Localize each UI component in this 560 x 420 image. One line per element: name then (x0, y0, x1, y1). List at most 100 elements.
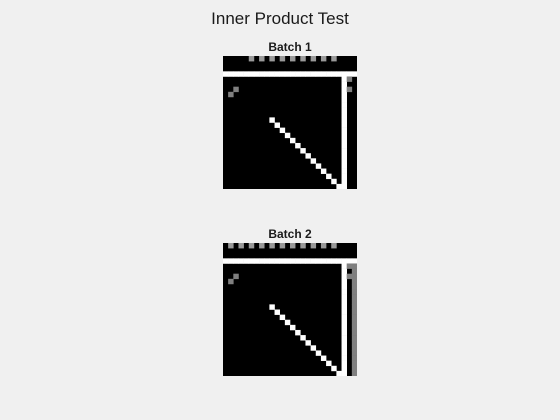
batch-2-cell-r0-c1 (228, 243, 234, 249)
batch-2-cell-r3-c4 (243, 258, 250, 264)
batch-1-cell-r14-c23 (341, 127, 347, 134)
batch-1-cell-r20-c17 (310, 158, 317, 164)
batch-2-cell-r10-c25 (351, 294, 357, 300)
batch-2-cell-r0-c3 (238, 243, 244, 249)
batch-1-cell-r3-c6 (253, 71, 260, 77)
batch-1-cell-r0-c17 (310, 56, 317, 62)
batch-2-cell-r0-c11 (279, 243, 286, 249)
batch-1-cell-r13-c10 (274, 122, 280, 128)
batch-1-cell-r20-c23 (341, 158, 347, 164)
batch-2-cell-r0-c5 (248, 243, 255, 249)
batch-2-cell-r17-c14 (295, 329, 301, 336)
batch-2-cell-r0-c15 (300, 243, 306, 249)
batch-1-cell-r3-c17 (310, 71, 317, 77)
batch-1-cell-r23-c23 (341, 173, 347, 180)
batch-2-cell-r16-c23 (341, 324, 347, 331)
batch-2-cell-r3-c13 (290, 258, 296, 264)
batch-2-cell-r18-c25 (351, 335, 357, 341)
batch-1-cell-r3-c12 (284, 71, 291, 77)
batch-1-cell-r3-c7 (259, 71, 265, 77)
batch-1-cell-r14-c11 (279, 127, 286, 134)
batch-2-cell-r3-c1 (228, 258, 234, 264)
batch-2-cell-r7-c25 (351, 278, 357, 285)
batch-2-cell-r7-c23 (341, 278, 347, 285)
batch-2-cell-r15-c12 (284, 319, 291, 326)
batch-1-cell-r0-c11 (279, 56, 286, 62)
batch-2-cell-r15-c23 (341, 319, 347, 326)
batch-2-cell-r3-c21 (331, 258, 337, 264)
batch-1-cell-r17-c23 (341, 142, 347, 149)
batch-1-cell-r0-c7 (259, 56, 265, 62)
batch-2-cell-r5-c23 (341, 268, 347, 274)
batch-2-cell-r24-c23 (341, 365, 347, 372)
batch-1-cell-r3-c18 (315, 71, 322, 77)
batch-1-cell-r12-c23 (341, 117, 347, 123)
batch-1-cell-r15-c12 (284, 132, 291, 139)
batch-1-cell-r0-c21 (331, 56, 337, 62)
batch-2-cell-r3-c19 (320, 258, 327, 264)
batch-1-cell-r8-c23 (341, 96, 347, 103)
batch-1-cell-r3-c9 (269, 71, 275, 77)
batch-2-cell-r3-c6 (253, 258, 260, 264)
batch-1-cell-r7-c1 (228, 91, 234, 98)
batch-2-cell-r3-c22 (336, 258, 342, 264)
batch-2-cell-r3-c14 (295, 258, 301, 264)
batch-1-cell-r0-c13 (290, 56, 296, 62)
batch-1-cell-r3-c13 (290, 71, 296, 77)
batch-2-cell-r10-c23 (341, 294, 347, 300)
batch-1-cell-r18-c15 (300, 148, 306, 154)
batch-1-cell-r0-c9 (269, 56, 275, 62)
batch-2-cell-r8-c25 (351, 283, 357, 290)
batch-2-cell-r4-c25 (351, 263, 357, 269)
batch-1-cell-r3-c25 (351, 71, 357, 77)
batch-2-cell-r3-c20 (326, 258, 332, 264)
batch-1-cell-r3-c2 (233, 71, 239, 77)
batch-1-cell-r3-c21 (331, 71, 337, 77)
batch-2-cell-r11-c25 (351, 299, 357, 305)
batch-1-title: Batch 1 (268, 40, 312, 54)
batch-2-cell-r0-c21 (331, 243, 337, 249)
batch-2-cell-r9-c25 (351, 289, 357, 295)
batch-1-cell-r22-c23 (341, 168, 347, 174)
batch-2-heatmap (223, 243, 357, 376)
batch-2-cell-r22-c23 (341, 355, 347, 361)
batch-1-cell-r0-c15 (300, 56, 306, 62)
batch-1-cell-r3-c23 (341, 71, 347, 77)
batch-1-cell-r21-c23 (341, 163, 347, 169)
batch-2-cell-r6-c24 (346, 273, 353, 280)
batch-2-cell-r21-c25 (351, 350, 357, 356)
batch-2-cell-r24-c21 (331, 365, 337, 372)
batch-1-cell-r25-c23 (341, 183, 347, 189)
batch-1-cell-r19-c23 (341, 153, 347, 159)
batch-2-cell-r4-c24 (346, 263, 353, 269)
batch-2-cell-r22-c25 (351, 355, 357, 361)
batch-2-cell-r0-c17 (310, 243, 317, 249)
batch-2-cell-r11-c23 (341, 299, 347, 305)
batch-2-cell-r3-c9 (269, 258, 275, 264)
batch-1-cell-r3-c20 (326, 71, 332, 77)
batch-2-cell-r23-c20 (326, 360, 332, 367)
batch-2-cell-r0-c9 (269, 243, 275, 249)
batch-2-cell-r4-c23 (341, 263, 347, 269)
batch-2-cell-r3-c12 (284, 258, 291, 264)
batch-1-cell-r15-c23 (341, 132, 347, 139)
batch-2-cell-r20-c25 (351, 345, 357, 351)
batch-1-cell-r12-c9 (269, 117, 275, 123)
batch-1-cell-r13-c23 (341, 122, 347, 128)
batch-1-cell-r10-c23 (341, 107, 347, 113)
batch-2-cell-r16-c25 (351, 324, 357, 331)
batch-2-cell-r3-c2 (233, 258, 239, 264)
batch-1-cell-r7-c23 (341, 91, 347, 98)
batch-2-cell-r14-c25 (351, 314, 357, 321)
batch-2-cell-r12-c9 (269, 304, 275, 310)
batch-2-cell-r3-c15 (300, 258, 306, 264)
batch-2-cell-r3-c8 (264, 258, 270, 264)
batch-2-cell-r14-c11 (279, 314, 286, 321)
batch-2-cell-r24-c25 (351, 365, 357, 372)
batch-1-cell-r3-c5 (248, 71, 255, 77)
batch-2-cell-r13-c10 (274, 309, 280, 315)
batch-1-cell-r5-c23 (341, 81, 347, 87)
batch-2-cell-r12-c23 (341, 304, 347, 310)
batch-1-cell-r3-c8 (264, 71, 270, 77)
batch-2-cell-r23-c23 (341, 360, 347, 367)
